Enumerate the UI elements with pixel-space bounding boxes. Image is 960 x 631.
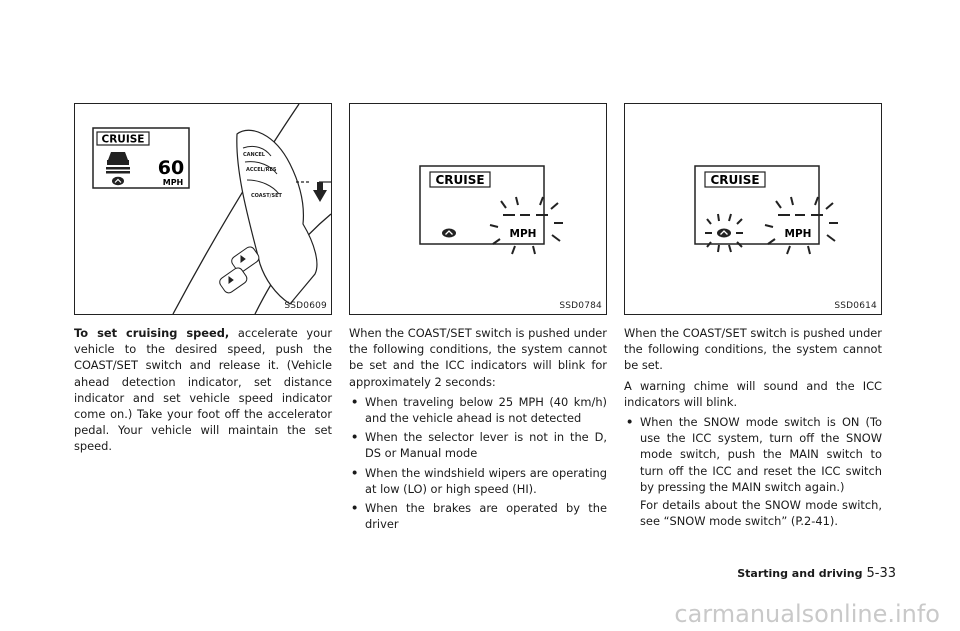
set-speed-body: accelerate your vehicle to the desired s… <box>74 326 333 454</box>
figure-code: SSD0614 <box>834 301 877 311</box>
lower-switches <box>219 246 260 294</box>
figure-code: SSD0784 <box>559 301 602 311</box>
bullet-dot: • <box>626 415 634 430</box>
cruise-blink-illustration: CRUISE MPH <box>419 165 563 255</box>
cruise-label: CRUISE <box>102 134 145 146</box>
push-arrow-icon <box>313 182 327 202</box>
col2-intro: When the COAST/SET switch is pushed unde… <box>349 326 607 389</box>
col3-intro: When the COAST/SET switch is pushed unde… <box>624 326 882 373</box>
figure-ssd0784: CRUISE MPH SSD0784 <box>349 103 607 315</box>
column-3: CRUISE MPH <box>624 103 882 532</box>
blink-rays-icon <box>489 196 563 255</box>
bullet-dot: • <box>351 430 359 445</box>
figure-ssd0614: CRUISE MPH <box>624 103 882 315</box>
bullet-dot: • <box>351 465 359 480</box>
accel-res-button-label: ACCEL/RES <box>246 167 277 173</box>
vehicle-ahead-icon <box>106 152 130 174</box>
watermark: carmanualsonline.info <box>674 600 940 628</box>
cruise-set-illustration: CRUISE 60 MPH CANCEL ACCEL/ <box>92 104 331 314</box>
bullet-dot: • <box>351 394 359 409</box>
set-indicator-blink-icon <box>705 213 743 253</box>
set-speed-paragraph: To set cruising speed, accelerate your v… <box>74 325 332 455</box>
column-1: CRUISE 60 MPH CANCEL ACCEL/ <box>74 103 332 459</box>
col1-text: To set cruising speed, accelerate your v… <box>74 325 332 455</box>
set-indicator-icon <box>717 228 731 238</box>
col3-text: When the COAST/SET switch is pushed unde… <box>624 325 882 529</box>
section-title: Starting and driving <box>737 567 863 580</box>
column-2: CRUISE MPH SSD0784 When <box>349 103 607 535</box>
speed-unit: MPH <box>163 178 184 187</box>
cruise-label-box <box>429 171 491 188</box>
speed-blink-icon <box>764 196 838 255</box>
set-indicator-icon <box>112 176 124 186</box>
list-item: •When the windshield wipers are operatin… <box>351 465 607 496</box>
set-indicator-icon <box>442 228 456 238</box>
speed-unit: MPH <box>785 228 812 240</box>
bullet-dot: • <box>351 501 359 516</box>
figure-ssd0609: CRUISE 60 MPH CANCEL ACCEL/ <box>74 103 332 315</box>
page-number: 5-33 <box>866 566 896 581</box>
list-item: •When the selector lever is not in the D… <box>351 430 607 461</box>
cruise-warning-illustration: CRUISE MPH <box>694 165 838 255</box>
cruise-label: CRUISE <box>435 173 484 187</box>
col2-bullet-list: •When traveling below 25 MPH (40 km/h) a… <box>349 394 607 533</box>
cruise-label-box <box>96 131 150 146</box>
speed-unit: MPH <box>510 228 537 240</box>
figure-code: SSD0609 <box>284 301 327 311</box>
list-item: •When the brakes are operated by the dri… <box>351 501 607 532</box>
list-item: •When the SNOW mode switch is ON (To use… <box>626 415 882 529</box>
speed-value: 60 <box>158 157 184 179</box>
col3-bullet-list: •When the SNOW mode switch is ON (To use… <box>624 414 882 529</box>
cruise-label-box <box>704 171 766 188</box>
cancel-button-label: CANCEL <box>243 152 266 158</box>
list-item: •When traveling below 25 MPH (40 km/h) a… <box>351 394 607 426</box>
col3-warning-paragraph: A warning chime will sound and the ICC i… <box>624 378 882 409</box>
set-speed-heading: To set cruising speed, <box>74 326 230 340</box>
snow-mode-reference: For details about the SNOW mode switch, … <box>640 498 882 529</box>
col2-text: When the COAST/SET switch is pushed unde… <box>349 325 607 532</box>
cruise-label: CRUISE <box>710 173 759 187</box>
coast-set-button-label: COAST/SET <box>251 193 283 199</box>
